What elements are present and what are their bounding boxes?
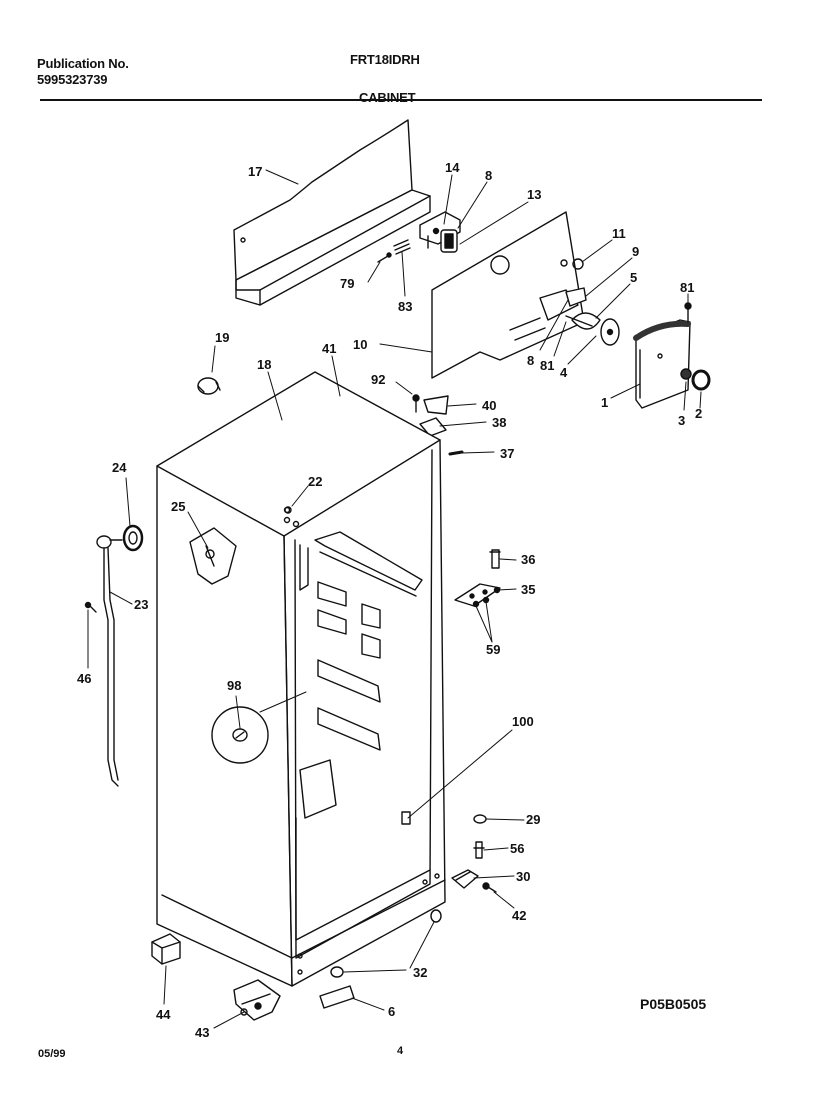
part-1-control-housing xyxy=(633,319,691,409)
label-2: 2 xyxy=(695,406,702,421)
part-35-hinge-plate xyxy=(454,583,501,607)
label-98: 98 xyxy=(227,678,241,693)
label-36: 36 xyxy=(521,552,535,567)
part-3-shaft xyxy=(680,368,692,380)
label-83: 83 xyxy=(398,299,412,314)
part-81-screw-right xyxy=(684,302,692,323)
label-18: 18 xyxy=(257,357,271,372)
diagram-code: P05B0505 xyxy=(640,996,707,1012)
part-19-plug xyxy=(197,377,221,395)
label-17: 17 xyxy=(248,164,262,179)
label-22: 22 xyxy=(308,474,322,489)
label-13: 13 xyxy=(527,187,541,202)
label-37: 37 xyxy=(500,446,514,461)
label-41: 41 xyxy=(322,341,336,356)
label-81-lower: 81 xyxy=(540,358,554,373)
label-46: 46 xyxy=(77,671,91,686)
label-44: 44 xyxy=(156,1007,171,1022)
label-92: 92 xyxy=(371,372,385,387)
label-8: 8 xyxy=(485,168,492,183)
part-36-stud xyxy=(489,549,501,569)
part-40-hinge-cover xyxy=(423,395,449,415)
header-rule xyxy=(40,99,762,101)
part-98-label xyxy=(211,706,269,764)
footer-date: 05/99 xyxy=(38,1048,66,1060)
part-32-plug-b xyxy=(330,966,344,978)
part-13-connector xyxy=(440,229,458,253)
part-labels: 17 14 8 13 11 9 5 81 79 83 10 8 81 4 1 3… xyxy=(77,160,702,1040)
part-43-bottom-hinge xyxy=(233,979,281,1021)
part-8-screw xyxy=(432,227,440,235)
part-44-leveler xyxy=(151,933,181,965)
label-25: 25 xyxy=(171,499,185,514)
part-79-screw xyxy=(377,252,392,263)
leader-lines xyxy=(87,169,702,1029)
label-6: 6 xyxy=(388,1004,395,1019)
part-24-grommet xyxy=(122,524,144,552)
part-29-washer xyxy=(473,814,487,824)
label-35: 35 xyxy=(521,582,535,597)
label-30: 30 xyxy=(516,869,530,884)
part-25-side-insulation xyxy=(189,527,237,585)
part-6-toe-grille xyxy=(319,985,355,1009)
part-10-evaporator-cover xyxy=(431,211,585,379)
publication-label: Publication No. xyxy=(37,56,129,71)
part-42-screw xyxy=(482,882,497,893)
part-83-spring xyxy=(393,239,411,255)
publication-number: 5995323739 xyxy=(37,72,108,87)
part-23-drain-tube xyxy=(96,535,123,787)
part-37-pin xyxy=(448,450,464,456)
part-5-fan-motor xyxy=(565,312,601,330)
part-100-clip xyxy=(401,811,411,825)
part-22-grommet xyxy=(284,506,292,514)
label-42: 42 xyxy=(512,908,526,923)
label-79: 79 xyxy=(340,276,354,291)
part-46-clip xyxy=(84,601,97,613)
label-29: 29 xyxy=(526,812,540,827)
label-23: 23 xyxy=(134,597,148,612)
label-10: 10 xyxy=(353,337,367,352)
part-9-motor-bracket xyxy=(565,287,587,307)
model-number: FRT18IDRH xyxy=(350,52,420,67)
label-40: 40 xyxy=(482,398,496,413)
label-4: 4 xyxy=(560,365,568,380)
part-2-knob xyxy=(691,369,711,391)
part-17-top-panel xyxy=(233,119,431,306)
label-19: 19 xyxy=(215,330,229,345)
label-56: 56 xyxy=(510,841,524,856)
part-56-pin xyxy=(473,841,485,859)
label-100: 100 xyxy=(512,714,534,729)
label-14: 14 xyxy=(445,160,460,175)
label-9: 9 xyxy=(632,244,639,259)
cabinet-body xyxy=(156,371,446,987)
section-title: CABINET xyxy=(359,90,416,105)
part-59-screws xyxy=(472,596,490,608)
label-38: 38 xyxy=(492,415,506,430)
label-3: 3 xyxy=(678,413,685,428)
part-30-hinge xyxy=(451,869,479,889)
label-24: 24 xyxy=(112,460,127,475)
part-92-screw xyxy=(412,394,420,413)
label-81: 81 xyxy=(680,280,694,295)
part-32-plug-a xyxy=(430,909,442,923)
label-1: 1 xyxy=(601,395,608,410)
label-43: 43 xyxy=(195,1025,209,1040)
label-5: 5 xyxy=(630,270,637,285)
label-59: 59 xyxy=(486,642,500,657)
label-32: 32 xyxy=(413,965,427,980)
part-4-fan-blade xyxy=(600,318,620,346)
label-11: 11 xyxy=(612,226,626,241)
label-8-lower: 8 xyxy=(527,353,534,368)
part-11-grommet xyxy=(572,258,584,270)
page-number: 4 xyxy=(397,1045,404,1057)
